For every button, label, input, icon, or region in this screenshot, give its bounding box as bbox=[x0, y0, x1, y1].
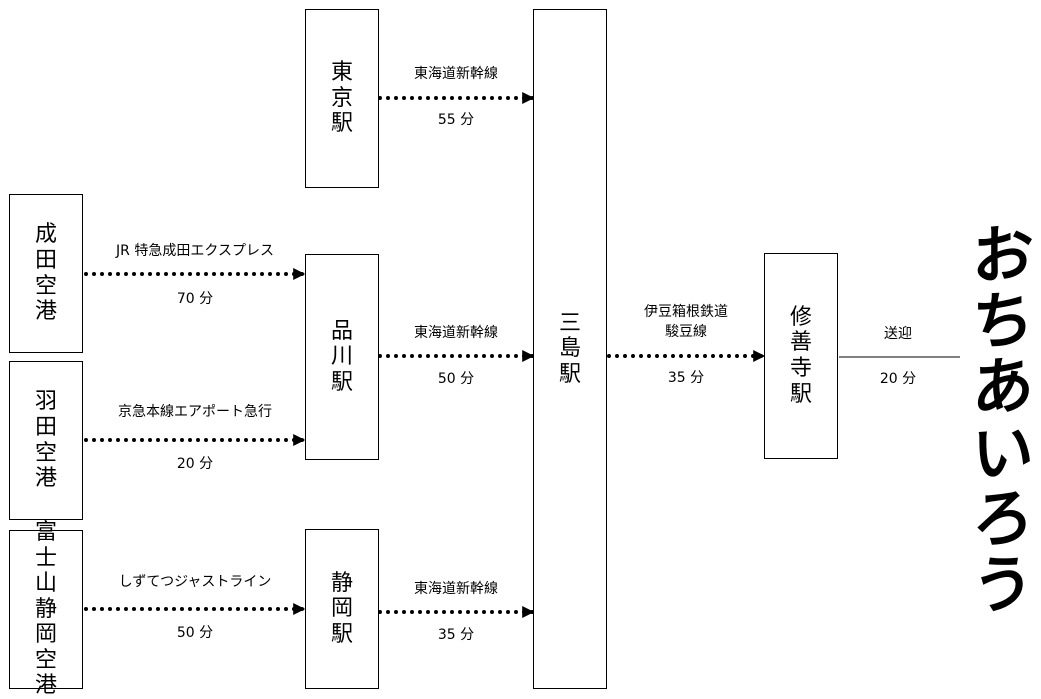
airport-narita: 成田空港 bbox=[9, 194, 83, 353]
route-narita-shinagawa-time: 70 分 bbox=[176, 291, 214, 307]
station-shizuoka-label: 静岡駅 bbox=[330, 570, 353, 647]
route-narita-shinagawa-line: JR 特急成田エクスプレス bbox=[116, 243, 274, 259]
station-tokyo-label: 東京駅 bbox=[330, 60, 353, 137]
station-tokyo: 東京駅 bbox=[305, 9, 379, 188]
route-shuzenji-hotel-line: 送迎 bbox=[884, 326, 912, 342]
airport-fuji-shizuoka-label: 富士山静岡空港 bbox=[34, 520, 57, 699]
route-mishima-shuzenji-line-2: 駿豆線 bbox=[665, 324, 707, 340]
route-mishima-shuzenji-line-1: 伊豆箱根鉄道 bbox=[644, 304, 728, 320]
route-fuji-shizuoka-line: しずてつジャストライン bbox=[118, 574, 272, 590]
station-shuzenji: 修善寺駅 bbox=[764, 253, 838, 459]
station-mishima: 三島駅 bbox=[533, 9, 607, 689]
logo-glyph: う bbox=[972, 544, 1034, 625]
route-shinagawa-mishima-line: 東海道新幹線 bbox=[414, 325, 498, 341]
route-shizuoka-mishima-time: 35 分 bbox=[437, 627, 475, 643]
route-tokyo-mishima-time: 55 分 bbox=[437, 112, 475, 128]
airport-fuji-shizuoka: 富士山静岡空港 bbox=[9, 520, 83, 698]
route-haneda-shinagawa-time: 20 分 bbox=[176, 456, 214, 472]
ochiairo-logo: お ち あ い ろ う bbox=[970, 215, 1036, 625]
route-shinagawa-mishima-time: 50 分 bbox=[437, 371, 475, 387]
station-shuzenji-label: 修善寺駅 bbox=[789, 304, 812, 407]
station-shinagawa: 品川駅 bbox=[305, 254, 379, 460]
route-haneda-shinagawa-line: 京急本線エアポート急行 bbox=[118, 404, 272, 420]
station-shinagawa-label: 品川駅 bbox=[330, 318, 353, 395]
route-mishima-shuzenji-time: 35 分 bbox=[667, 370, 705, 386]
station-shizuoka: 静岡駅 bbox=[305, 529, 379, 689]
station-mishima-label: 三島駅 bbox=[558, 310, 581, 387]
airport-haneda-label: 羽田空港 bbox=[34, 389, 57, 492]
route-shuzenji-hotel-time: 20 分 bbox=[879, 371, 917, 387]
route-shizuoka-mishima-line: 東海道新幹線 bbox=[414, 581, 498, 597]
route-fuji-shizuoka-time: 50 分 bbox=[176, 625, 214, 641]
airport-narita-label: 成田空港 bbox=[34, 222, 57, 325]
route-tokyo-mishima-line: 東海道新幹線 bbox=[414, 66, 498, 82]
airport-haneda: 羽田空港 bbox=[9, 361, 83, 520]
